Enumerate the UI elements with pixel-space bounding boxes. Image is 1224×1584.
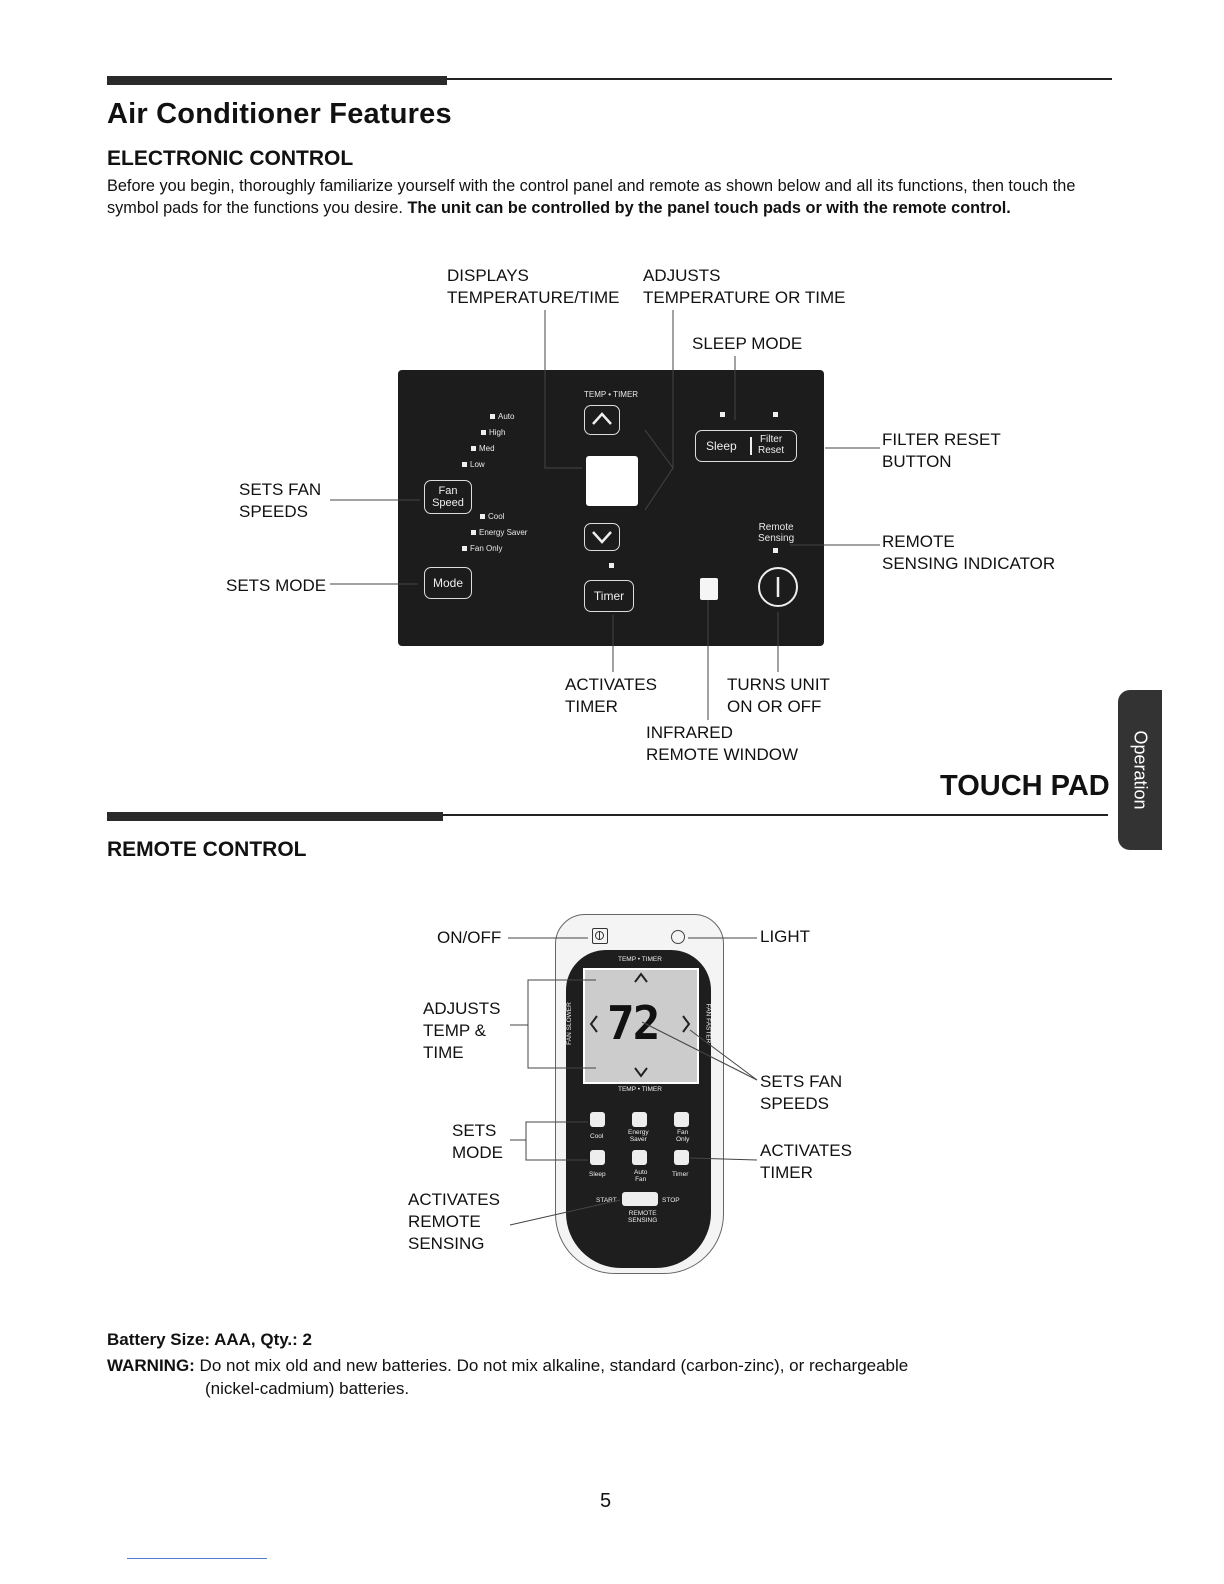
intro-paragraph: Before you begin, thoroughly familiarize… bbox=[107, 175, 1097, 219]
remote-energy-saver-button[interactable] bbox=[632, 1112, 647, 1127]
remote-down-arrow-icon bbox=[634, 1067, 648, 1078]
callout-adjusts: ADJUSTS TEMPERATURE OR TIME bbox=[643, 266, 846, 307]
chevron-up-icon bbox=[592, 412, 612, 425]
warning-body-2: (nickel-cadmium) batteries. bbox=[205, 1379, 410, 1398]
remote-timer-label: Timer bbox=[672, 1171, 689, 1178]
infrared-window bbox=[700, 578, 718, 600]
intro-bold: The unit can be controlled by the panel … bbox=[407, 199, 1011, 217]
remote-up-arrow-icon bbox=[634, 972, 648, 983]
filter-reset-label: Filter Reset bbox=[758, 434, 785, 456]
power-icon bbox=[595, 931, 604, 940]
remote-fan-only-button[interactable] bbox=[674, 1112, 689, 1127]
sleep-button-label: Sleep bbox=[706, 439, 737, 453]
callout-adjusts-temp-time: ADJUSTS TEMP & TIME bbox=[423, 999, 501, 1062]
panel-temp-timer-label: TEMP • TIMER bbox=[584, 390, 639, 399]
intro-normal: Before you begin, thoroughly familiarize… bbox=[107, 177, 1076, 217]
sleep-indicator-dot bbox=[720, 412, 725, 417]
remote-sleep-button[interactable] bbox=[590, 1150, 605, 1165]
middle-rule-thin bbox=[443, 814, 1108, 816]
mode-cool: Cool bbox=[480, 512, 504, 521]
remote-auto-fan-label: Auto Fan bbox=[634, 1169, 648, 1183]
remote-cool-button[interactable] bbox=[590, 1112, 605, 1127]
sleep-filter-button[interactable]: Sleep Filter Reset bbox=[695, 430, 797, 462]
remote-sensing-label: Remote Sensing bbox=[758, 522, 795, 544]
warning-body: Do not mix old and new batteries. Do not… bbox=[194, 1356, 909, 1375]
remote-left-arrow-icon bbox=[589, 1015, 598, 1033]
callout-filter-reset: FILTER RESET BUTTON bbox=[882, 430, 1001, 471]
callout-on-off: ON/OFF bbox=[437, 928, 502, 947]
callout-sets-mode: SETS MODE bbox=[226, 576, 327, 595]
middle-rule-thick bbox=[107, 812, 443, 821]
remote-right-arrow-icon bbox=[682, 1015, 691, 1033]
warning-text: WARNING: Do not mix old and new batterie… bbox=[107, 1354, 1007, 1400]
fan-level-high: High bbox=[481, 428, 505, 437]
mode-energy-saver: Energy Saver bbox=[471, 528, 527, 537]
callout-remote-sensing: REMOTE SENSING INDICATOR bbox=[882, 532, 1056, 573]
battery-info: Battery Size: AAA, Qty.: 2 bbox=[107, 1330, 312, 1349]
timer-indicator-dot bbox=[609, 563, 614, 568]
side-tab-label: Operation bbox=[1130, 730, 1151, 810]
callout-light: LIGHT bbox=[760, 927, 811, 946]
callout-activates-timer: ACTIVATES TIMER bbox=[565, 675, 657, 716]
remote-display-value: 72 bbox=[607, 996, 660, 1050]
control-panel-image: TEMP • TIMER Auto High Med Low Fan Speed… bbox=[398, 370, 824, 646]
temp-down-button[interactable] bbox=[584, 523, 620, 551]
callout-sets-fan-speeds: SETS FAN SPEEDS bbox=[239, 480, 322, 521]
temperature-display bbox=[586, 456, 638, 506]
touch-pad-label: TOUCH PAD bbox=[940, 770, 1110, 802]
remote-control-heading: REMOTE CONTROL bbox=[107, 838, 307, 861]
remote-temp-timer-bottom: TEMP • TIMER bbox=[618, 1086, 662, 1093]
power-icon bbox=[776, 577, 780, 597]
callout-sets-fan-speeds-remote: SETS FAN SPEEDS bbox=[760, 1072, 843, 1113]
remote-temp-timer-top: TEMP • TIMER bbox=[618, 956, 662, 963]
remote-sensing-button[interactable] bbox=[622, 1192, 658, 1206]
temp-up-button[interactable] bbox=[584, 405, 620, 435]
top-rule-thick bbox=[107, 76, 447, 85]
mode-fan-only: Fan Only bbox=[462, 544, 502, 553]
remote-start-label: START bbox=[596, 1197, 617, 1204]
remote-fan-only-label: Fan Only bbox=[676, 1129, 690, 1143]
callout-displays: DISPLAYS TEMPERATURE/TIME bbox=[447, 266, 620, 307]
filter-divider bbox=[750, 437, 752, 455]
filter-indicator-dot bbox=[773, 412, 778, 417]
callout-sets-mode-remote: SETS MODE bbox=[452, 1121, 503, 1162]
callout-turns-unit: TURNS UNIT ON OR OFF bbox=[727, 675, 830, 716]
remote-leader-lines bbox=[508, 937, 758, 1226]
timer-button[interactable]: Timer bbox=[584, 580, 634, 612]
callout-activates-timer-remote: ACTIVATES TIMER bbox=[760, 1141, 852, 1182]
power-button[interactable] bbox=[758, 567, 798, 607]
light-indicator-icon bbox=[671, 930, 685, 944]
page-number: 5 bbox=[600, 1490, 612, 1512]
remote-energy-saver-label: Energy Saver bbox=[628, 1129, 649, 1143]
remote-sensing-label: REMOTE SENSING bbox=[628, 1210, 658, 1224]
operation-side-tab: Operation bbox=[1118, 690, 1162, 850]
remote-stop-label: STOP bbox=[662, 1197, 680, 1204]
mode-button[interactable]: Mode bbox=[424, 567, 472, 599]
remote-cool-label: Cool bbox=[590, 1133, 604, 1140]
remote-power-button[interactable] bbox=[592, 928, 608, 944]
warning-label: WARNING: bbox=[107, 1356, 195, 1375]
callout-infrared: INFRARED REMOTE WINDOW bbox=[646, 723, 799, 764]
fan-speed-button[interactable]: Fan Speed bbox=[424, 480, 472, 514]
electronic-control-heading: ELECTRONIC CONTROL bbox=[107, 147, 354, 170]
callout-sleep-mode: SLEEP MODE bbox=[692, 334, 803, 353]
chevron-down-icon bbox=[592, 531, 612, 544]
remote-lcd-display: 72 bbox=[583, 968, 699, 1084]
top-rule-thin bbox=[447, 78, 1112, 80]
remote-sleep-label: Sleep bbox=[589, 1171, 606, 1178]
panel-leader-lines bbox=[330, 310, 880, 720]
remote-timer-button[interactable] bbox=[674, 1150, 689, 1165]
fan-level-auto: Auto bbox=[490, 412, 514, 421]
bottom-link-line bbox=[127, 1558, 267, 1559]
fan-level-med: Med bbox=[471, 444, 495, 453]
page-title: Air Conditioner Features bbox=[107, 98, 452, 130]
remote-auto-fan-button[interactable] bbox=[632, 1150, 647, 1165]
callout-activates-remote-sensing: ACTIVATES REMOTE SENSING bbox=[408, 1190, 500, 1253]
fan-level-low: Low bbox=[462, 460, 485, 469]
remote-sensing-indicator-dot bbox=[773, 548, 778, 553]
